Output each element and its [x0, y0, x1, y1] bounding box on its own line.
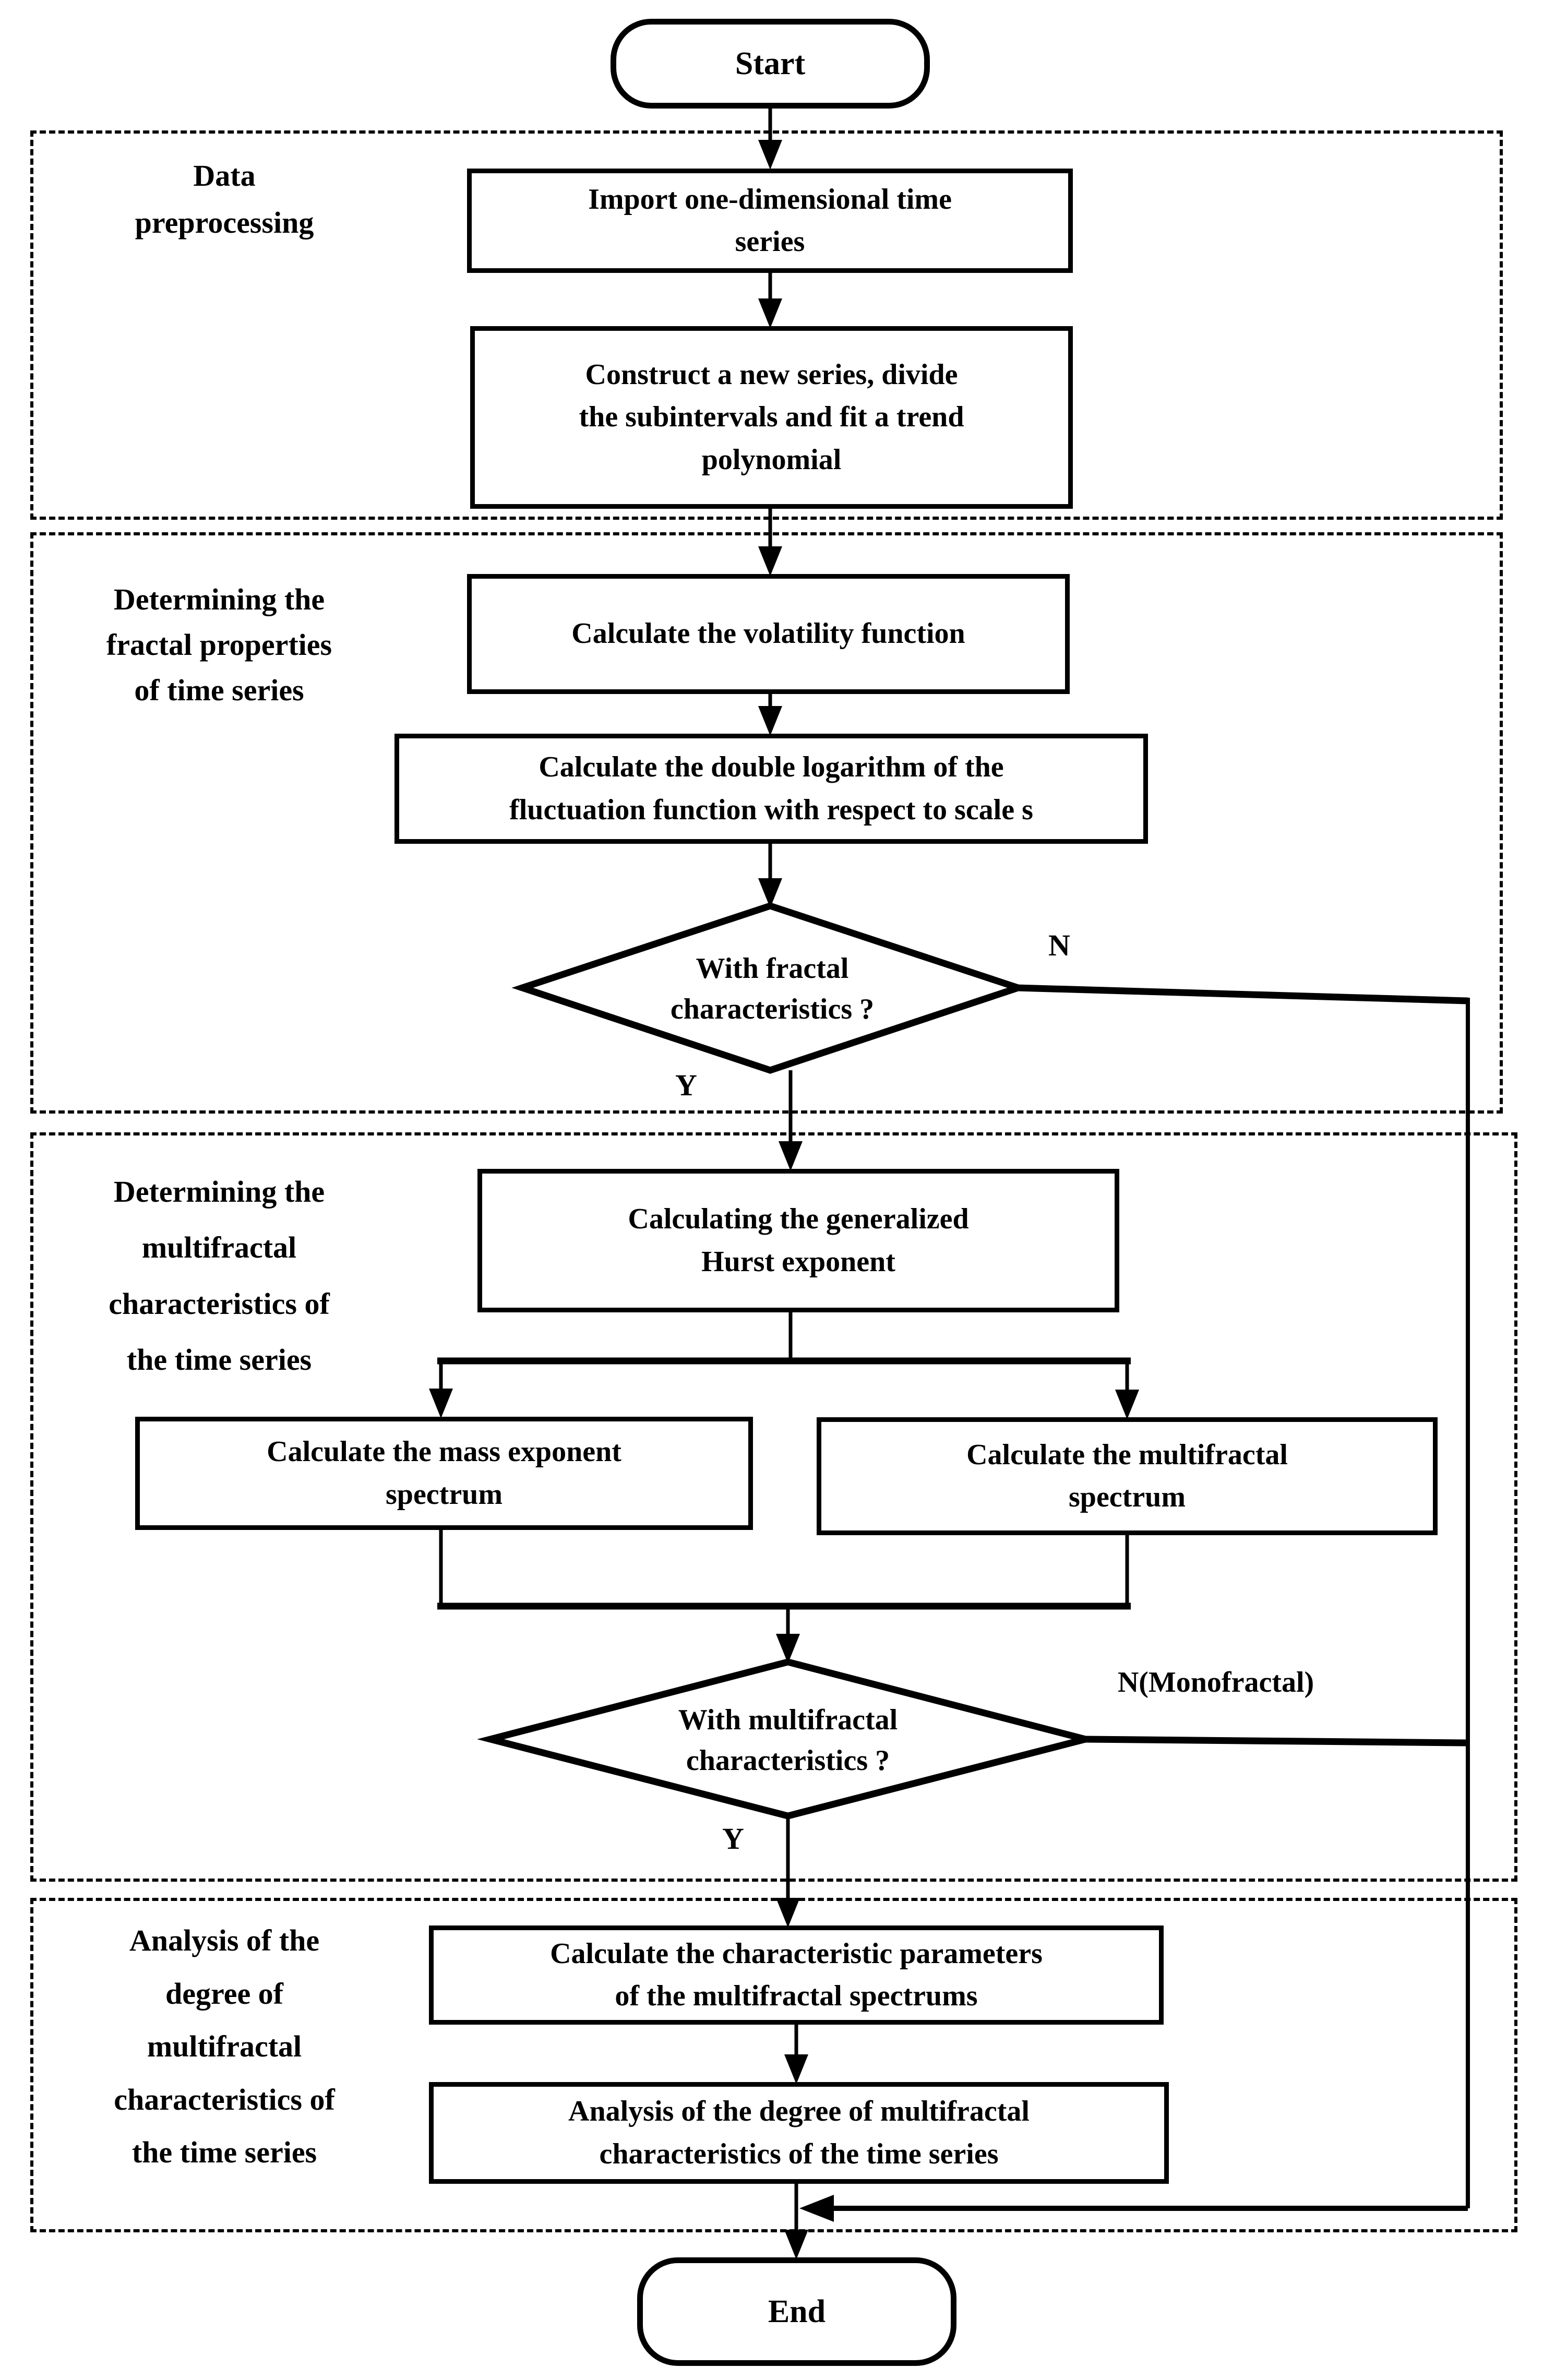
end-label: End	[768, 2293, 826, 2329]
edge-label-fractal-no: N	[1048, 928, 1070, 962]
decision-fractal-shape	[511, 902, 1029, 1074]
decision-multifractal-shape	[477, 1658, 1099, 1820]
edge-label-multifractal-no: N(Monofractal)	[1117, 1666, 1314, 1699]
edge-label-multifractal-yes: Y	[722, 1822, 744, 1856]
section-multifractal-characteristics	[30, 1132, 1517, 1882]
start-terminal: Start	[611, 19, 930, 109]
process-volatility-function: Calculate the volatility function	[467, 574, 1070, 694]
edge-label-fractal-yes: Y	[675, 1068, 697, 1102]
end-terminal: End	[637, 2257, 956, 2366]
start-label: Start	[735, 45, 806, 81]
section-data-preprocessing	[30, 130, 1503, 520]
section-fractal-properties	[30, 532, 1503, 1114]
section-degree-analysis	[30, 1898, 1517, 2232]
